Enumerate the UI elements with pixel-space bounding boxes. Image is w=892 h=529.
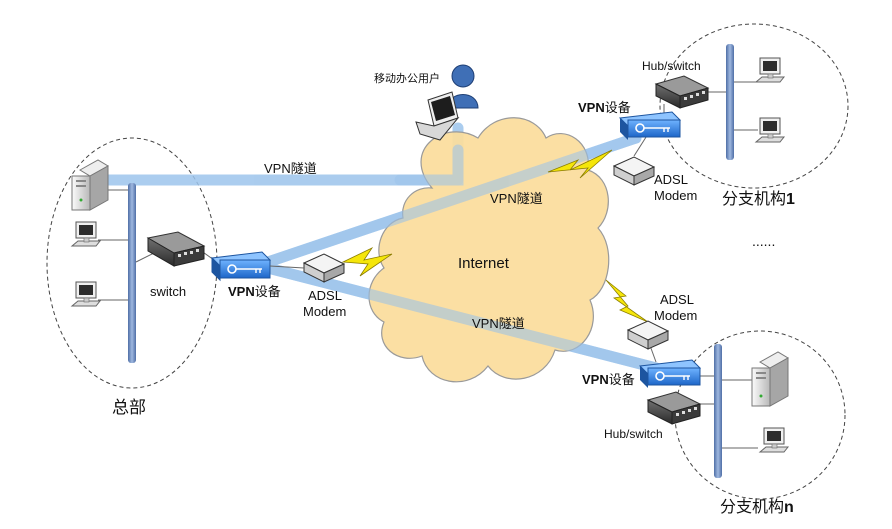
bn-adsl-label-line2: Modem — [654, 308, 697, 323]
b1-vpn-device-icon — [618, 111, 682, 140]
hq-vpn-device-icon — [210, 251, 272, 282]
hq-vpn-label: VPN设备 — [228, 284, 281, 299]
hq-adsl-modem-icon — [302, 253, 346, 283]
hq-switch-icon — [146, 231, 206, 267]
branch1-backbone — [726, 44, 734, 160]
bn-server-icon — [751, 351, 789, 407]
b1-vpn-label: VPN设备 — [578, 100, 631, 115]
bn-pc-icon — [758, 427, 790, 453]
lightning-branchn-icon — [605, 279, 649, 323]
bn-adsl-modem-icon — [626, 320, 670, 350]
bn-vpn-label: VPN设备 — [582, 372, 635, 387]
bn-vpn-device-icon — [638, 359, 702, 388]
hq-link-modem — [269, 265, 305, 269]
hq-backbone — [128, 183, 136, 363]
internet-label: Internet — [458, 255, 510, 272]
mobile-user: 移动办公用户 — [374, 64, 479, 141]
hq-pc1-icon — [70, 221, 102, 247]
hq-site: switch VPN设备 ADSL Modem 总部 — [70, 159, 346, 417]
b1-hub-label: Hub/switch — [642, 59, 701, 73]
hq-adsl-label-line2: Modem — [303, 304, 346, 319]
branch1-site: Hub/switch VPN设备 ADSL Modem 分支机构1 — [578, 44, 795, 208]
bn-hub-switch-icon — [646, 391, 702, 425]
more-branches-ellipsis: ...... — [752, 233, 775, 249]
tunnel-mobile-label: VPN隧道 — [264, 161, 317, 176]
b1-hub-switch-icon — [654, 75, 710, 109]
lightning-branch1-icon — [547, 149, 613, 179]
b1-link-modem — [633, 133, 649, 157]
bn-adsl-label-line1: ADSL — [660, 292, 694, 307]
wan-links — [341, 149, 649, 323]
b1-site-name: 分支机构1 — [722, 190, 795, 208]
b1-adsl-label-line1: ADSL — [654, 172, 688, 187]
lightning-hq-icon — [341, 247, 393, 277]
vpn-tunnels-overlay — [262, 132, 662, 374]
hq-switch-label: switch — [150, 284, 186, 299]
tunnel-mobile-overlay — [394, 144, 464, 186]
hq-server-icon — [71, 159, 109, 211]
bn-site-name: 分支机构n — [720, 498, 794, 516]
b1-pc2-icon — [754, 117, 786, 143]
branchn-backbone — [714, 344, 722, 478]
hq-pc2-icon — [70, 281, 102, 307]
branchn-site: ADSL Modem VPN设备 Hub/switch — [582, 292, 794, 516]
hq-adsl-label-line1: ADSL — [308, 288, 342, 303]
mobile-user-label: 移动办公用户 — [374, 71, 440, 85]
hq-site-name: 总部 — [112, 398, 146, 417]
branchn-boundary — [674, 330, 846, 500]
laptop-icon — [415, 91, 460, 141]
tunnel-branch1-overlay — [262, 132, 642, 268]
b1-pc1-icon — [754, 57, 786, 83]
tunnel-branchn-label: VPN隧道 — [472, 316, 525, 331]
bn-hub-label: Hub/switch — [604, 427, 663, 441]
b1-adsl-modem-icon — [612, 156, 656, 186]
branch1-boundary — [659, 23, 849, 189]
b1-adsl-label-line2: Modem — [654, 188, 697, 203]
tunnel-branch1-label: VPN隧道 — [490, 191, 543, 206]
tunnel-branchn-overlay — [262, 262, 662, 374]
